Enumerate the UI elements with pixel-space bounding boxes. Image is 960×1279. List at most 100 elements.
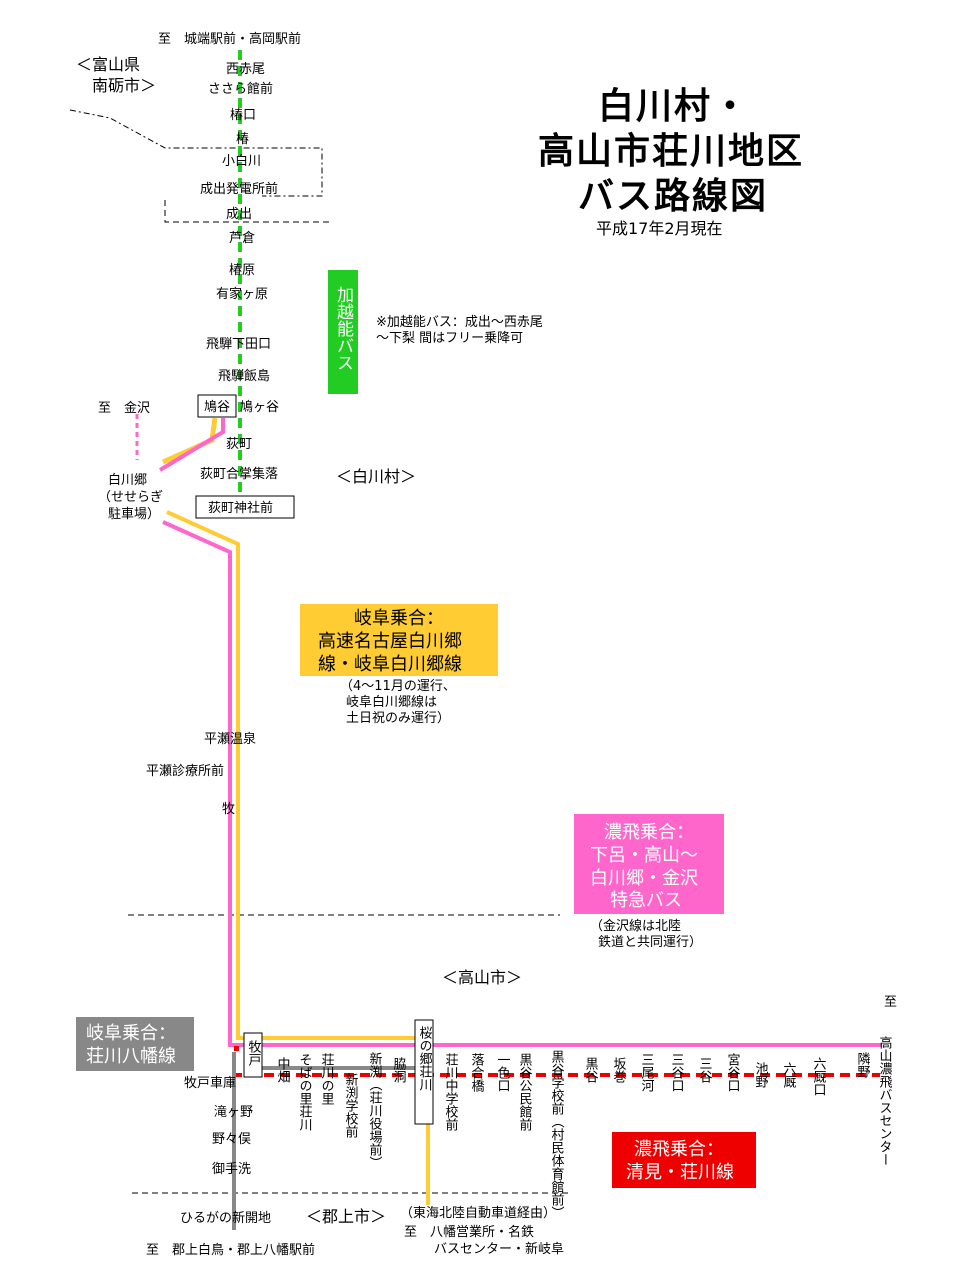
title-line-1: 白川村・ (598, 86, 750, 127)
region-boundaries (69, 109, 570, 1194)
stop-tsubakihara: 椿原 (229, 263, 255, 278)
nohi-kiyomi-label-2: 清見・荘川線 (626, 1162, 734, 1183)
stop-arigahara: 有家ヶ原 (216, 286, 268, 302)
stop-koshirakawa: 小白川 (222, 153, 261, 169)
stop-naride: 成出 (226, 207, 252, 222)
stop-hirugano: ひるがの新開地 (180, 1210, 271, 1226)
stop-mitearai: 御手洗 (212, 1162, 251, 1177)
stop-hatogaya-box (197, 394, 237, 418)
destination-gifu-1: （東海北陸自動車道経由） (400, 1205, 556, 1221)
region-toyama-1: ＜富山県 (76, 55, 140, 74)
stop-tonarino: 隣野 (855, 1051, 871, 1078)
stop-makido-shako: 牧戸車庫 (184, 1076, 236, 1091)
stop-kuroya-kominkan: 黒谷公民館前 (517, 1053, 533, 1131)
nohi-note-1: （金沢線は北陸 (590, 918, 681, 934)
stop-naride-hatsuden: 成出発電所前 (200, 181, 278, 197)
destination-takayama-to: 至 (884, 995, 897, 1010)
stop-hida-iijima: 飛騨飯島 (218, 369, 270, 384)
nohi-kiyomi-label-1: 濃飛乗合： (634, 1139, 724, 1160)
destination-takayama-name: 高山濃飛バスセンター (877, 1035, 893, 1166)
mid-stops: 平瀬温泉 平瀬診療所前 牧 (146, 731, 256, 817)
title-block: 白川村・ 高山市荘川地区 バス路線図 平成17年2月現在 (538, 86, 804, 238)
gifu-line-label-3: 線・岐阜白川郷線 (318, 654, 462, 675)
toyama-boundary (69, 109, 323, 197)
stop-kuroya-gakko: 黒谷学校前（村民体育館前） (549, 1050, 565, 1219)
gifu-line-box (300, 604, 498, 676)
gifu-note-1: （4～11月の運行、 (340, 679, 456, 694)
nohi-line-label-1: 濃飛乗合： (604, 822, 694, 843)
stop-sobanosato: そばの里荘川 (297, 1053, 313, 1131)
stop-ashikura: 芦倉 (229, 231, 255, 246)
stop-nonomata: 野々俣 (212, 1132, 251, 1147)
nohi-line-label-2: 下呂・高山～ (590, 845, 698, 866)
stop-mitani: 三谷 (697, 1057, 713, 1083)
stop-sakura-box (414, 1019, 434, 1125)
south-stops: 滝ヶ野 野々俣 御手洗 ひるがの新開地 (180, 1105, 271, 1226)
title-line-3: バス路線図 (578, 176, 768, 217)
nohi-route-main (162, 520, 882, 1047)
kaetsuno-note-2: ～下梨 間はフリー乗降可 (376, 331, 523, 346)
destination-north: 至 城端駅前・高岡駅前 (158, 31, 301, 47)
shirakawago-line-2: （せせらぎ (98, 490, 163, 505)
destination-south: 至 郡上白鳥・郡上八幡駅前 (146, 1242, 315, 1258)
destination-kanazawa: 至 金沢 (98, 400, 150, 416)
stop-nishiakao: 西赤尾 (226, 62, 265, 77)
stop-nakahata: 中畑 (275, 1057, 291, 1083)
stop-hatogaya-box-label: 鳩谷 (204, 400, 230, 415)
gifu-yawata-label-2: 荘川八幡線 (86, 1046, 176, 1067)
stop-ogimachi: 荻町 (226, 437, 252, 452)
stop-maki: 牧 (222, 802, 235, 817)
nohi-note-2: 鉄道と共同運行） (598, 935, 702, 950)
stop-shokawa-chugaku: 荘川中学校前 (443, 1053, 459, 1131)
north-stops: 西赤尾 ささら館前 椿口 椿 小白川 成出発電所前 成出 芦倉 椿原 有家ヶ原 … (195, 62, 295, 519)
stop-hida-shimodaguchi: 飛騨下田口 (206, 337, 271, 352)
kaetsuno-line-label: 加越能バス (333, 286, 354, 371)
destination-gifu-2: 至 八幡営業所・名鉄 (404, 1224, 534, 1240)
stop-miyadaniguchi: 宮谷口 (725, 1052, 741, 1092)
route-lines (135, 50, 882, 1230)
shirakawago-line-1: 白川郷 (108, 472, 147, 488)
nohi-line-box (574, 814, 724, 914)
region-gujo: ＜郡上市＞ (306, 1207, 386, 1226)
gifu-yawata-label-1: 岐阜乗合： (86, 1023, 176, 1044)
stop-shokawanosato: 荘川の里 (319, 1053, 335, 1105)
title-date: 平成17年2月現在 (596, 219, 723, 238)
region-shirakawa: ＜白川村＞ (336, 467, 416, 486)
region-takayama: ＜高山市＞ (442, 968, 522, 987)
gifu-line-label-2: 高速名古屋白川郷 (318, 631, 462, 652)
stop-shinbuchi: 新渕（荘川役場前） (367, 1051, 383, 1169)
stop-rokuumaya: 六厩 (781, 1062, 797, 1088)
stop-ochiai: 落合橋 (469, 1053, 485, 1093)
main-stops: 牧戸 牧戸車庫 中畑 そばの里荘川 荘川の里 新渕学校前 新渕（荘川役場前） 脇… (184, 1019, 871, 1219)
title-line-2: 高山市荘川地区 (538, 131, 804, 172)
gifu-note-2: 岐阜白川郷線は (346, 694, 437, 710)
stop-tsubakiguchi: 椿口 (230, 108, 256, 123)
stop-kuroya: 黒谷 (583, 1057, 599, 1083)
shirakawago-line-3: 駐車場） (108, 507, 160, 522)
stop-hirase-shinryo: 平瀬診療所前 (146, 763, 224, 779)
nohi-kiyomi-line-box (612, 1132, 756, 1188)
stop-sakamaki: 坂巻 (611, 1057, 627, 1083)
stop-ikeno: 池野 (753, 1062, 769, 1088)
stop-sakura: 桜の郷荘川 (417, 1026, 433, 1091)
stop-ichishiki: 一色口 (495, 1053, 511, 1092)
stop-makido: 牧戸 (246, 1040, 262, 1066)
stop-tsubaki: 椿 (236, 132, 249, 147)
stop-sasarakan: ささら館前 (208, 81, 273, 97)
kaetsuno-note-1: ※加越能バス：成出～西赤尾 (376, 315, 543, 330)
stop-rokuumayaguchi: 六厩口 (811, 1057, 827, 1096)
nohi-line-label-3: 白川郷・金沢 (590, 868, 698, 889)
stop-waki: 脇洞 (391, 1057, 407, 1083)
stop-ogimachi-jinja-box (195, 495, 295, 519)
region-toyama-2: 南砺市＞ (92, 76, 156, 95)
destination-labels: 至 城端駅前・高岡駅前 至 金沢 至 高山濃飛バスセンター 至 郡上白鳥・郡上八… (98, 31, 897, 1258)
stop-ogimachi-gassho: 荻町合掌集落 (200, 466, 278, 482)
gifu-line-label-1: 岐阜乗合： (354, 608, 444, 629)
stop-ogimachi-jinja: 荻町神社前 (208, 500, 273, 516)
gifu-yawata-line-box (76, 1017, 194, 1071)
destination-gifu-3: バスセンター・新岐阜 (434, 1241, 564, 1257)
makido-junction-dot (234, 1046, 239, 1051)
stop-hirase-onsen: 平瀬温泉 (204, 731, 256, 747)
kaetsuno-line-box (328, 270, 358, 394)
